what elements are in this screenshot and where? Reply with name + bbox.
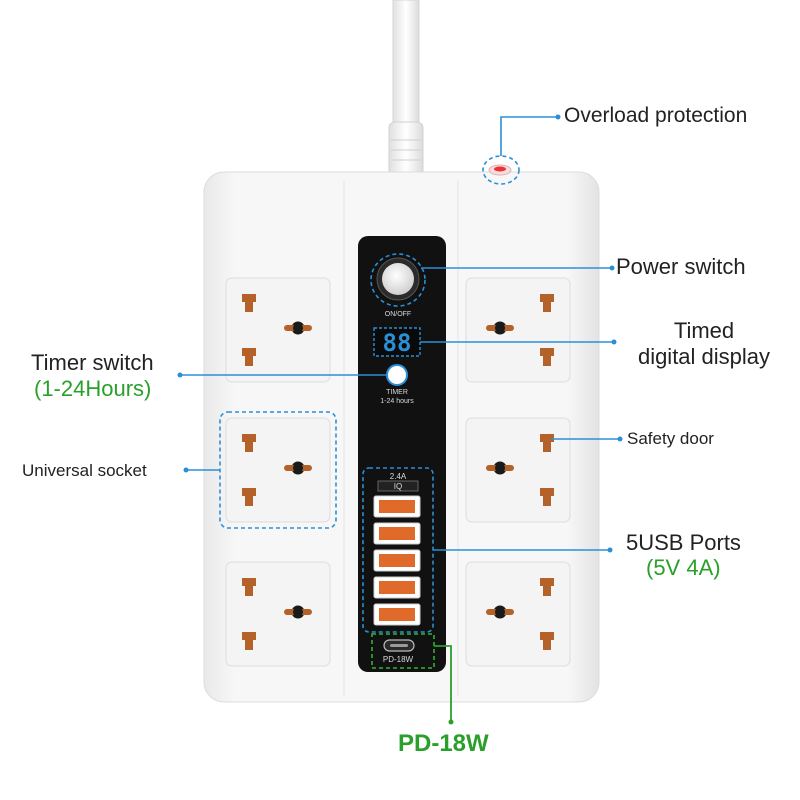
usb-port-stack [373,495,421,626]
pd-callout-line [434,645,452,722]
power-switch-callout-ring [370,253,426,307]
universal-socket[interactable] [465,417,571,523]
usb-spec-label: (5V 4A) [646,555,721,580]
timer-switch-label: Timer switch [31,350,154,375]
pd-callout-box [371,633,435,669]
power-switch-label: Power switch [616,254,746,279]
universal-socket-label: Universal socket [22,461,147,480]
display-digits: 88 [383,329,412,357]
safety-door-label: Safety door [627,429,714,448]
on-off-label: ON/OFF [385,311,411,318]
pd-label: PD-18W [398,730,489,757]
usb-rating-label: 2.4A [390,472,407,481]
usb-port[interactable] [373,522,421,545]
usb-iq-badge [377,480,419,492]
timer-switch-range: (1-24Hours) [34,376,152,401]
pd-port-label: PD-18W [383,655,414,664]
usb-port[interactable] [373,549,421,572]
universal-socket[interactable] [225,561,331,667]
power-switch[interactable] [376,257,420,301]
digital-display: 88 [373,327,421,357]
overload-callout-line [500,116,558,156]
universal-socket[interactable] [225,277,331,383]
universal-socket[interactable] [465,277,571,383]
overload-protection-label: Overload protection [564,104,748,127]
pd-port[interactable] [383,639,415,652]
overload-button[interactable] [488,164,512,176]
timed-display-label-line1: Timed [673,318,735,343]
socket-group [225,277,571,667]
universal-socket[interactable] [465,561,571,667]
usb-iq-label: IQ [394,482,402,491]
usb-port[interactable] [373,603,421,626]
timer-hours-label: 1-24 hours [380,398,414,405]
usb-port[interactable] [373,576,421,599]
timer-label: TIMER [386,389,408,396]
usb-port[interactable] [373,495,421,518]
power-cord [388,0,424,178]
usb-ports-label: 5USB Ports [626,530,741,555]
universal-socket[interactable] [225,417,331,523]
overload-callout-ring [482,155,520,185]
timed-display-label-line2: digital display [637,344,771,369]
timer-button[interactable] [386,364,408,386]
